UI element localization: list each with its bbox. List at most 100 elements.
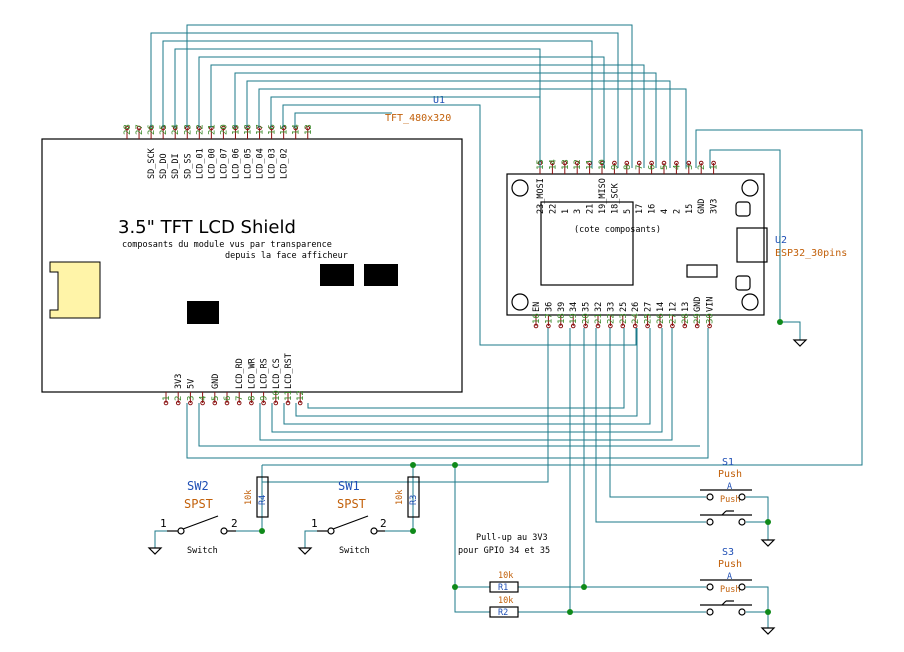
esp32-button-2 — [735, 275, 751, 291]
pin-number: 15 — [536, 159, 546, 170]
pin-name: 23_MOSI — [536, 178, 546, 214]
pin-number: 26 — [656, 313, 666, 324]
pin-number: 14 — [292, 124, 302, 135]
switch-sw2: SW2 SPST 1 2 Switch — [160, 479, 238, 556]
s3-ref: S3 — [722, 547, 734, 558]
pin-name: 2 — [672, 209, 682, 214]
junction-r3-top — [410, 462, 416, 468]
pin-number: 9 — [260, 396, 270, 401]
pin-end — [285, 400, 291, 406]
pin-end — [550, 160, 555, 166]
pin-end — [558, 323, 564, 329]
pin-end — [221, 125, 226, 131]
pin-name: LCD_03 — [268, 148, 278, 179]
sw1-lever — [332, 515, 369, 530]
esp32-mount-hole-bl — [511, 293, 529, 311]
esp32-top-pins: 1523_MOSI142213112311211019_MISO918_SCK8… — [536, 159, 720, 214]
pin-end — [686, 160, 692, 166]
pin-end — [674, 160, 679, 166]
pin-name: LCD_CS — [272, 358, 282, 389]
pin-end — [636, 160, 642, 166]
pin-number: 14 — [548, 159, 558, 170]
sw2-ref: SW2 — [187, 479, 209, 493]
pin-number: 27 — [135, 124, 145, 135]
pin-number: 5 — [211, 396, 221, 401]
pin-number: 16 — [268, 124, 278, 135]
lcd-shield: 3.5" TFT LCD Shield composants du module… — [41, 95, 463, 406]
lcd-shield-body — [41, 138, 463, 393]
pin-name: 35 — [582, 302, 592, 312]
pushbutton-s3: S3 Push A Push — [700, 547, 752, 616]
junction-s3-gnd — [765, 609, 771, 615]
pin-number: 20 — [582, 313, 592, 324]
pin-number: 28 — [681, 313, 691, 324]
pin-name: SD_SS — [183, 153, 193, 179]
pin-name: LCD_RS — [260, 358, 270, 389]
esp32-module: (cote composants) U2 ESP32_30pins 1523_M… — [506, 159, 847, 329]
pin-end — [608, 323, 613, 329]
pin-end — [670, 323, 675, 329]
pin-end — [649, 160, 654, 166]
pin-number: 27 — [668, 313, 678, 324]
sw1-pin1: 1 — [311, 517, 318, 530]
pushbutton-s1: S1 Push A Push — [700, 457, 752, 526]
s1-value: Push — [718, 469, 742, 480]
sw1-label: Switch — [339, 546, 370, 556]
r2-body — [489, 606, 519, 618]
junction-s1-gnd — [765, 519, 771, 525]
r1-value: 10k — [498, 571, 513, 581]
pin-number: 23 — [619, 313, 629, 324]
pin-end — [546, 323, 551, 329]
s3-label: Push — [720, 585, 740, 595]
pin-name: LCD_RST — [284, 353, 294, 389]
pullup-note-1: Pull-up au 3V3 — [476, 533, 548, 543]
pin-number: 1 — [162, 396, 172, 401]
pin-end — [574, 160, 580, 166]
ground-symbols — [147, 339, 808, 635]
pin-end — [188, 400, 193, 406]
pin-end — [587, 160, 592, 166]
esp32-mount-hole-tl — [511, 179, 529, 197]
pin-end — [212, 400, 218, 406]
pin-number: 28 — [123, 124, 133, 135]
r2-value: 10k — [498, 596, 513, 606]
pin-end — [224, 400, 230, 406]
pin-number: 13 — [304, 124, 314, 135]
pin-end — [661, 160, 667, 166]
pin-end — [261, 400, 266, 406]
pin-number: 22 — [195, 124, 205, 135]
resistor-r4: R4 10k — [244, 476, 269, 518]
pin-name: EN — [532, 302, 542, 312]
pin-number: 20 — [219, 124, 229, 135]
pin-number: 2 — [174, 396, 184, 401]
sw2-contact-1 — [177, 527, 185, 535]
pin-end — [583, 323, 588, 329]
pin-end — [595, 323, 601, 329]
sw1-pin2: 2 — [380, 517, 387, 530]
pin-end — [562, 160, 568, 166]
pin-number: 21 — [594, 313, 604, 324]
esp32-button-1 — [735, 201, 751, 217]
pin-name: LCD_00 — [207, 148, 217, 179]
pin-name: 3V3 — [174, 374, 184, 389]
pin-number: 29 — [693, 313, 703, 324]
pin-number: 30 — [706, 313, 716, 324]
junction-gpio35 — [581, 584, 587, 590]
pin-name: 14 — [656, 302, 666, 312]
pin-number: 4 — [199, 396, 209, 401]
pin-number: 18 — [557, 313, 567, 324]
s1-ref: S1 — [722, 457, 734, 468]
pin-name: GND — [693, 297, 703, 312]
r3-value: 10k — [395, 490, 405, 505]
pin-end — [657, 323, 663, 329]
pin-name: 3V3 — [710, 199, 720, 214]
pin-number: 9 — [610, 165, 620, 170]
pin-number: 24 — [631, 313, 641, 324]
pin-name: 22 — [548, 204, 558, 214]
pin-number: 17 — [256, 124, 266, 135]
pin-end — [236, 400, 242, 406]
s3-pin-b: A — [727, 572, 732, 582]
pin-name: SD_DO — [159, 153, 169, 179]
pin-name: 5 — [623, 209, 633, 214]
